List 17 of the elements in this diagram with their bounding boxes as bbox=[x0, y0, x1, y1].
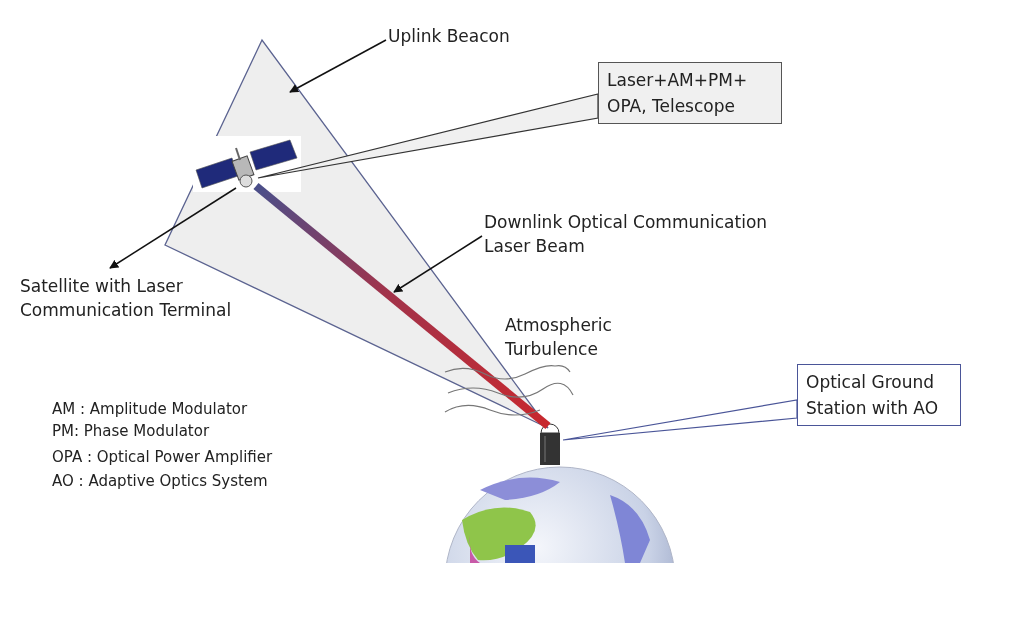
satellite-drawing bbox=[193, 136, 301, 192]
callout-text: Uplink Beacon bbox=[388, 24, 510, 48]
abbreviation-text: PM: Phase Modulator bbox=[52, 421, 210, 441]
annotation-text: Atmospheric Turbulence bbox=[505, 314, 613, 361]
arrow bbox=[289, 39, 387, 93]
arrow bbox=[393, 235, 483, 293]
callout-text: Downlink Optical Communication Laser Beam bbox=[484, 210, 784, 258]
ground-station-drawing bbox=[540, 423, 560, 465]
callout-pointer bbox=[562, 399, 798, 441]
callout-pointer bbox=[257, 93, 599, 179]
abbreviation-text: OPA : Optical Power Amplifier bbox=[52, 447, 273, 467]
callout-box: Optical Ground Station with AO bbox=[797, 364, 961, 426]
abbreviation-text: AM : Amplitude Modulator bbox=[52, 399, 248, 419]
callout-box: Laser+AM+PM+ OPA, Telescope bbox=[598, 62, 782, 124]
abbreviation-text: AO : Adaptive Optics System bbox=[52, 471, 268, 491]
callout-text: Satellite with Laser Communication Terminal bbox=[20, 274, 280, 322]
arrow bbox=[109, 187, 237, 269]
